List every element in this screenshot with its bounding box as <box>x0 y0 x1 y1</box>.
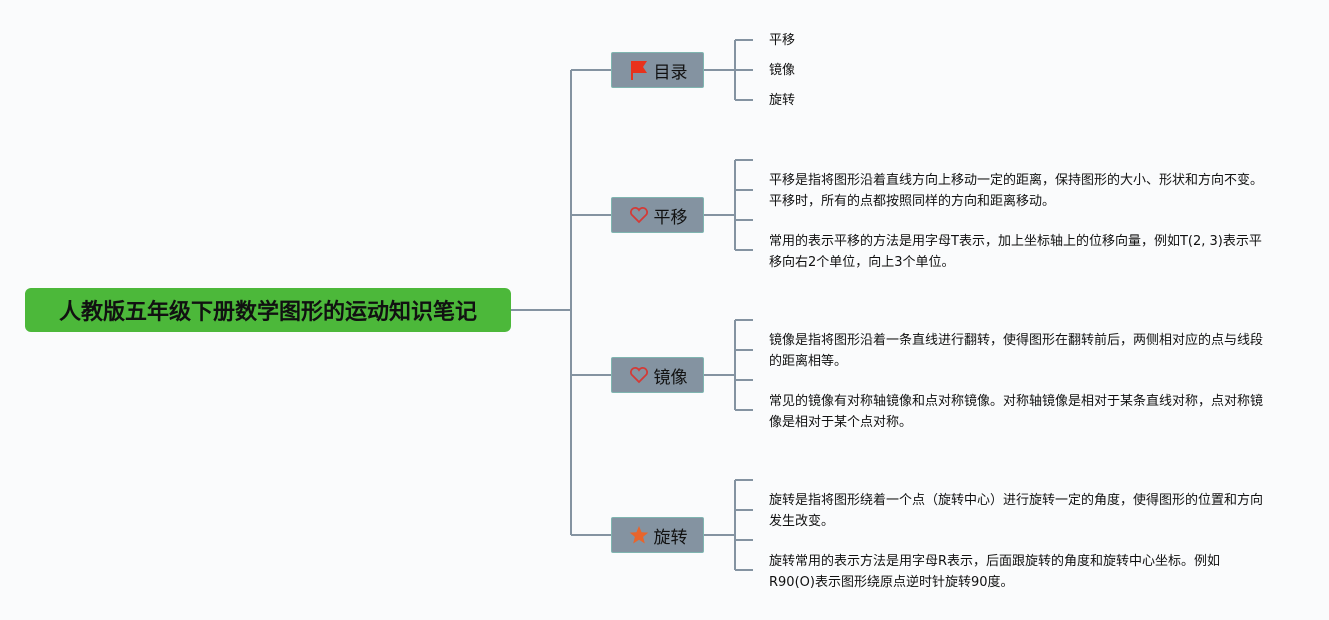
topic-translation[interactable]: 平移 <box>611 197 704 233</box>
leaf-item[interactable]: 旋转常用的表示方法是用字母R表示，后面跟旋转的角度和旋转中心坐标。例如R90(O… <box>769 554 1221 590</box>
heart-icon <box>628 204 650 226</box>
leaf-item[interactable]: 镜像 <box>769 63 796 78</box>
root-title: 人教版五年级下册数学图形的运动知识笔记 <box>58 300 477 325</box>
topic-reflection[interactable]: 镜像 <box>611 357 704 393</box>
topic-directory[interactable]: 目录 <box>611 52 704 88</box>
leaf-item[interactable]: 常用的表示平移的方法是用字母T表示，加上坐标轴上的位移向量，例如T(2, 3)表… <box>769 234 1262 270</box>
root-node[interactable]: 人教版五年级下册数学图形的运动知识笔记 <box>25 288 511 332</box>
topic-label: 目录 <box>653 62 688 83</box>
leaf-item[interactable]: 平移 <box>769 33 796 48</box>
flag-icon <box>628 59 650 81</box>
star-icon <box>628 524 650 546</box>
topic-label: 平移 <box>653 207 688 228</box>
topic-label: 旋转 <box>653 527 688 548</box>
leaf-item[interactable]: 平移是指将图形沿着直线方向上移动一定的距离，保持图形的大小、形状和方向不变。平移… <box>769 173 1264 209</box>
topic-rotation[interactable]: 旋转 <box>611 517 704 553</box>
leaf-item[interactable]: 镜像是指将图形沿着一条直线进行翻转，使得图形在翻转前后，两侧相对应的点与线段的距… <box>769 333 1264 369</box>
heart-icon <box>628 364 650 386</box>
leaf-item[interactable]: 旋转是指将图形绕着一个点（旋转中心）进行旋转一定的角度，使得图形的位置和方向发生… <box>769 493 1264 529</box>
topic-label: 镜像 <box>653 367 688 388</box>
leaf-item[interactable]: 常见的镜像有对称轴镜像和点对称镜像。对称轴镜像是相对于某条直线对称，点对称镜像是… <box>769 394 1264 430</box>
leaf-item[interactable]: 旋转 <box>769 93 796 108</box>
